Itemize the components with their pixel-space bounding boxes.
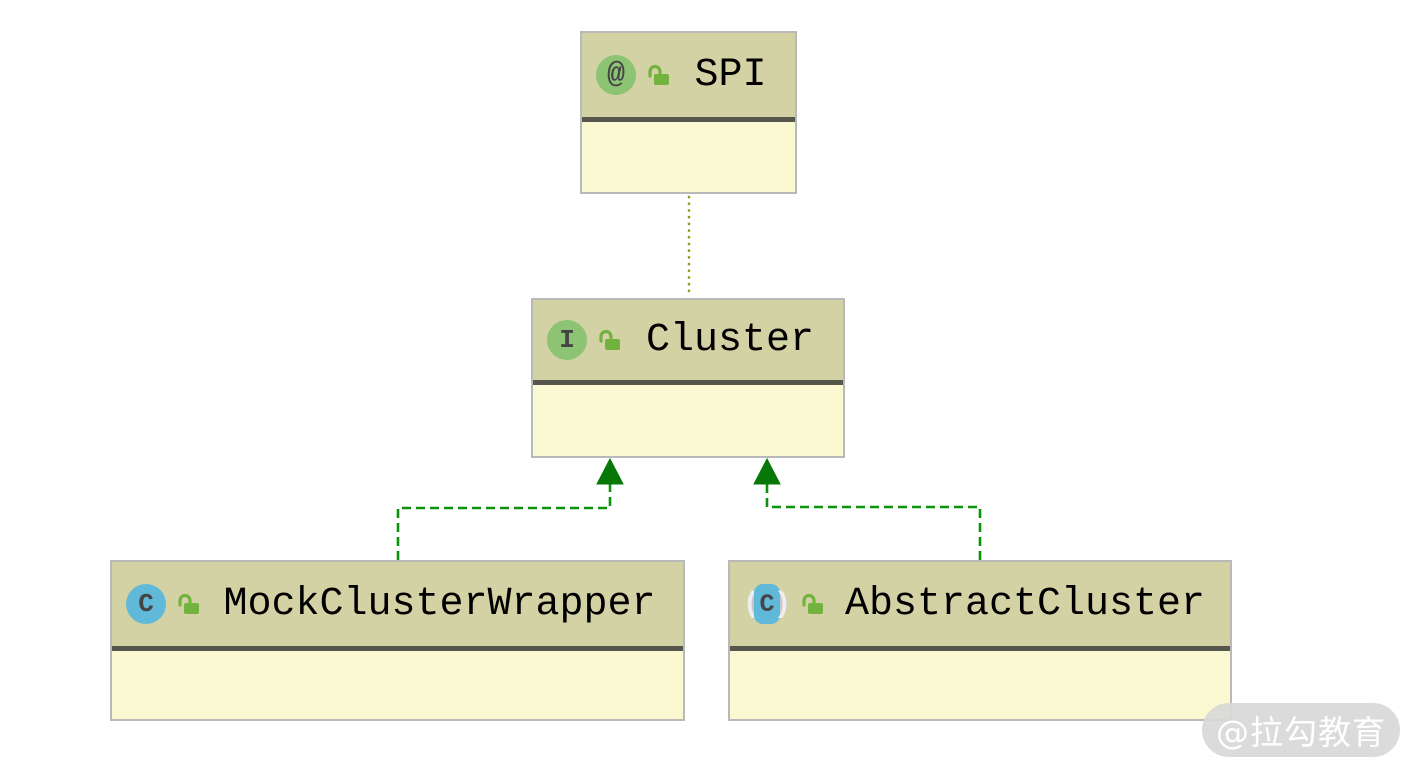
node-separator [582,117,795,122]
node-body [533,385,843,456]
node-name: MockClusterWrapper [223,581,656,627]
watermark-text: @拉勾教育 [1216,713,1386,752]
node-header: ( C ) AbstractCluster [730,562,1230,646]
class-badge: C [138,589,154,619]
interface-badge: I [559,325,575,355]
node-separator [533,380,843,385]
annotation-badge: @ [606,58,625,92]
node-name: Cluster [645,317,815,363]
class-node-abstractcluster[interactable]: ( C ) AbstractCluster [728,560,1232,721]
unlocked-public-icon [176,592,202,616]
node-header: I Cluster [533,300,843,380]
node-separator [730,646,1230,651]
class-icon: C [126,584,166,624]
interface-icon: I [547,320,587,360]
realization-arrow-icon [596,457,624,485]
node-name: SPI [694,52,767,98]
edge-realization-mockclusterwrapper-to-cluster[interactable] [396,457,624,560]
class-badge: C [759,589,775,619]
node-body [730,651,1230,719]
node-name: AbstractCluster [844,581,1206,627]
node-body [112,651,683,719]
node-body [582,122,795,192]
watermark-badge: @拉勾教育 [1202,703,1400,757]
realization-arrow-icon [753,457,781,485]
edge-realization-abstractcluster-to-cluster[interactable] [753,457,982,560]
unlocked-public-icon [597,328,623,352]
node-header: @ SPI [582,33,795,117]
unlocked-public-icon [800,592,826,616]
unlocked-public-icon [646,63,672,87]
node-header: C MockClusterWrapper [112,562,683,646]
node-separator [112,646,683,651]
class-node-cluster[interactable]: I Cluster [531,298,845,458]
abstract-class-icon: ( C ) [744,584,790,624]
class-node-mockclusterwrapper[interactable]: C MockClusterWrapper [110,560,685,721]
class-node-spi[interactable]: @ SPI [580,31,797,194]
annotation-icon: @ [596,55,636,95]
